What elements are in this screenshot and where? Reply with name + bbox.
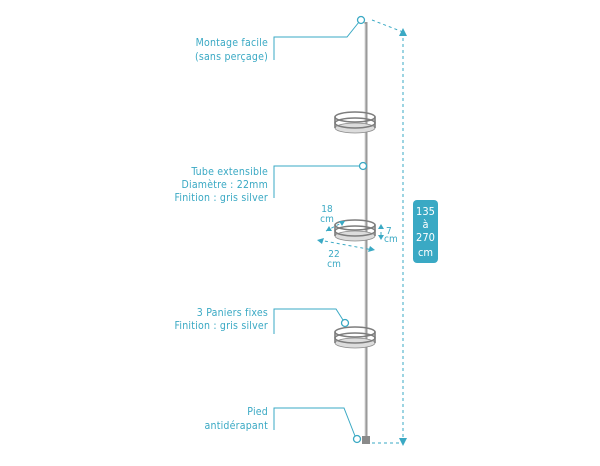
callout-baskets: 3 Paniers fixes Finition : gris silver <box>175 307 350 334</box>
height-badge: 135 à 270 cm <box>413 200 438 263</box>
foot-point-dot <box>352 434 362 444</box>
tube-label-line3: Finition : gris silver <box>175 192 268 204</box>
callout-foot: Pied antidérapant <box>205 406 362 444</box>
foot-label-line1: Pied <box>247 406 268 418</box>
callout-mounting: Montage facile (sans perçage) <box>195 15 366 63</box>
baskets-label-line2: Finition : gris silver <box>175 320 268 332</box>
basket-point-dot <box>340 318 350 328</box>
callout-tube: Tube extensible Diamètre : 22mm Finition… <box>175 161 368 204</box>
basket-dimensions: 18 cm 7 cm 22 cm <box>317 204 398 270</box>
depth-value: 18 <box>321 204 333 215</box>
depth-unit: cm <box>320 214 334 225</box>
overall-height-dimension <box>371 19 407 446</box>
tube-label-line1: Tube extensible <box>190 166 268 178</box>
width-value: 22 <box>328 249 339 260</box>
basket-middle <box>334 219 376 242</box>
mounting-label-line2: (sans perçage) <box>195 51 268 63</box>
pole-foot <box>362 436 370 444</box>
height-badge-unit: cm <box>418 246 433 259</box>
height-badge-to: à <box>422 218 428 231</box>
height-badge-max: 270 <box>416 231 435 244</box>
tube-point-dot <box>358 161 368 171</box>
basket-bottom <box>334 326 376 349</box>
mount-point-dot <box>356 15 366 25</box>
width-unit: cm <box>327 259 341 270</box>
height-unit: cm <box>384 234 398 245</box>
baskets-label-line1: 3 Paniers fixes <box>197 307 268 319</box>
foot-label-line2: antidérapant <box>205 420 269 432</box>
tube-label-line2: Diamètre : 22mm <box>182 179 268 191</box>
basket-top <box>334 111 376 134</box>
height-value: 7 <box>386 226 392 237</box>
height-badge-min: 135 <box>416 205 435 218</box>
mounting-label-line1: Montage facile <box>196 37 268 49</box>
